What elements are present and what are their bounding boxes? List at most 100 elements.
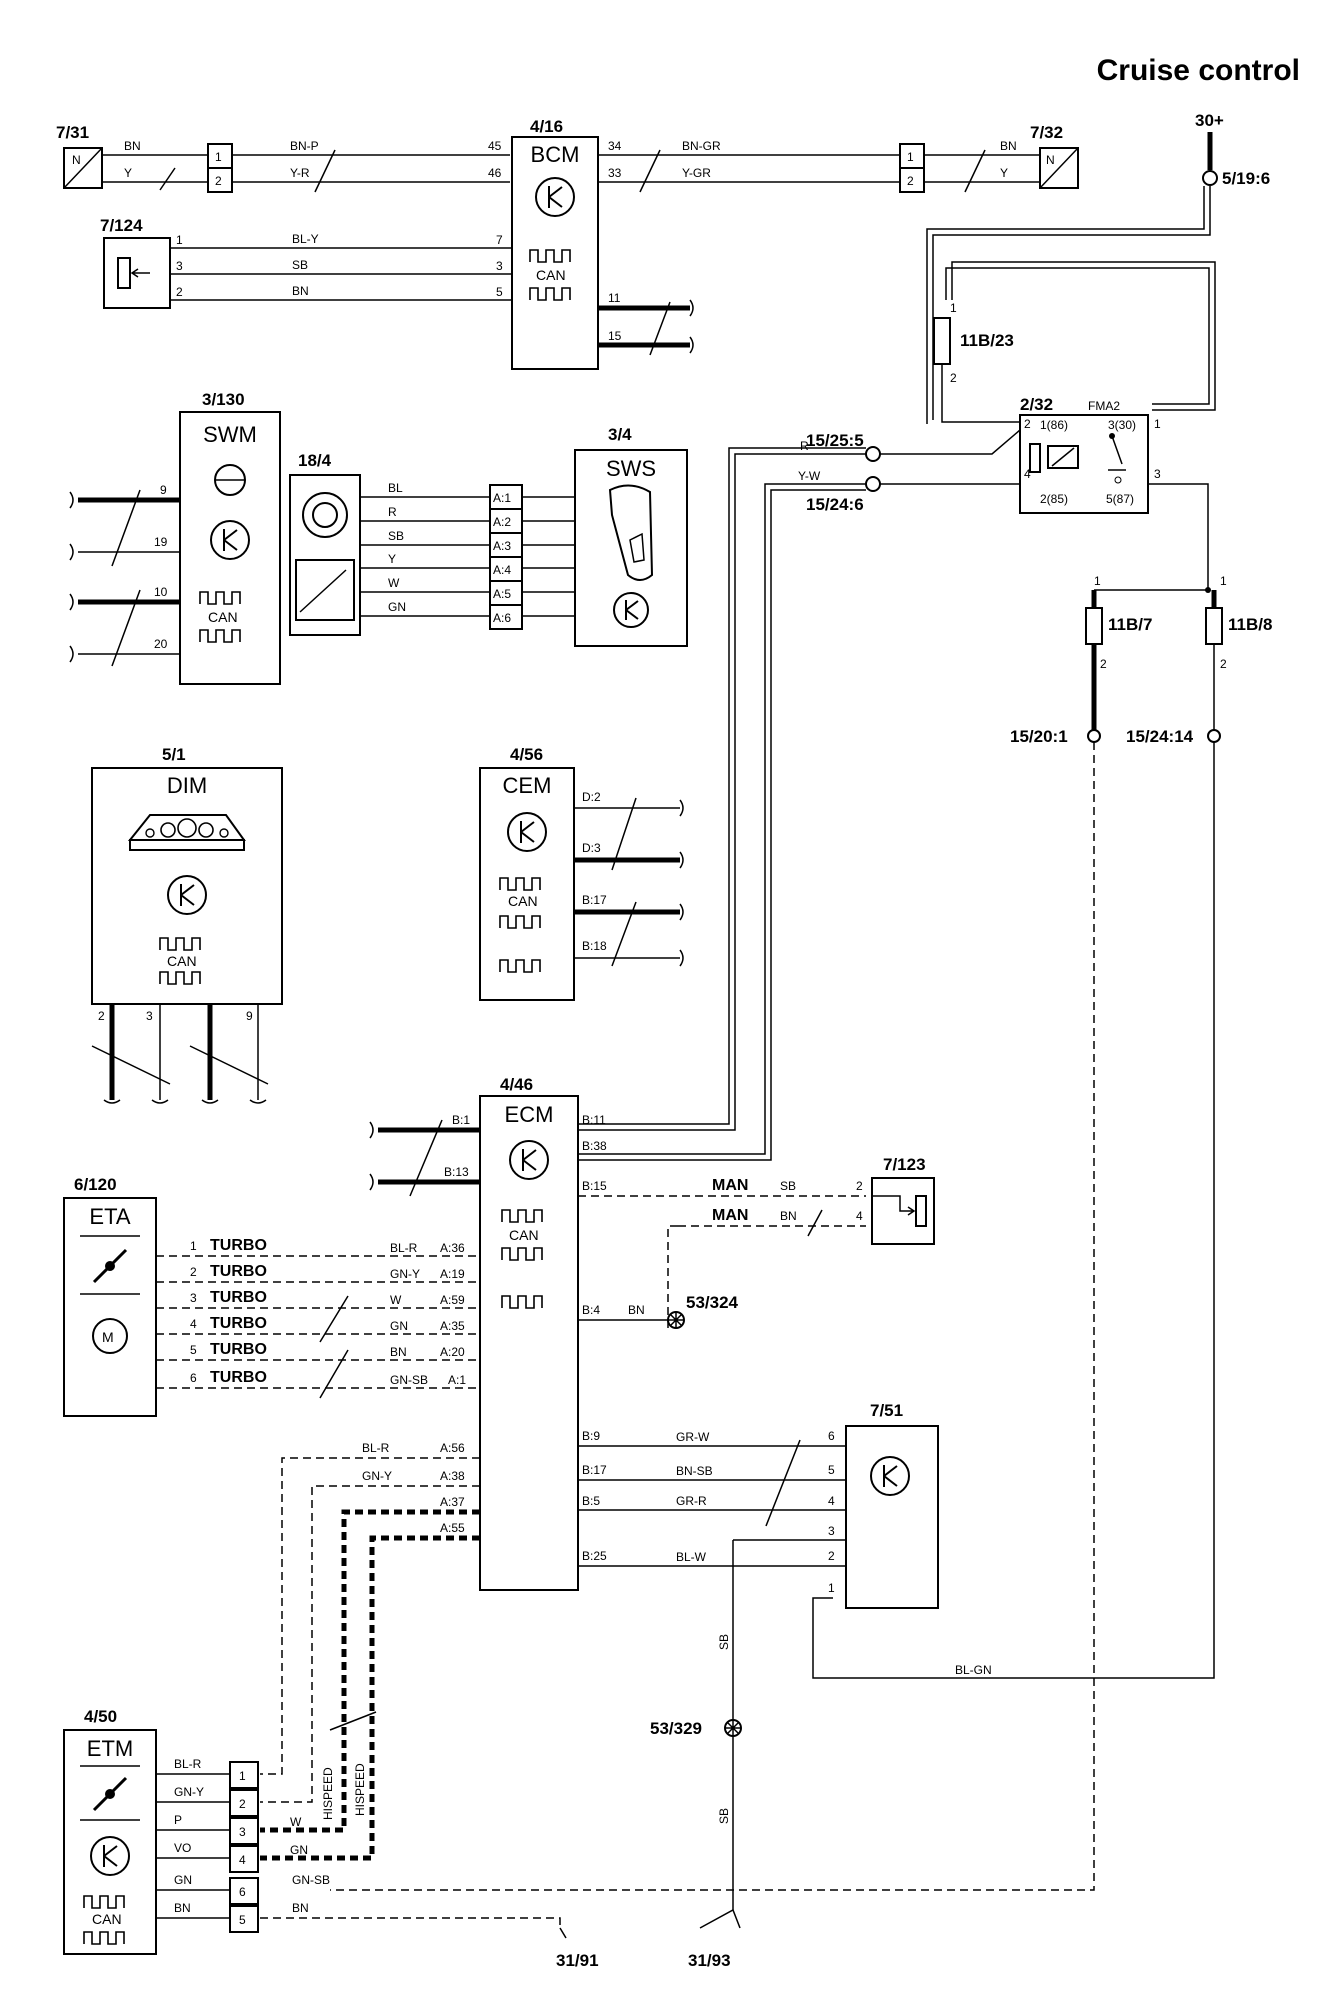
svg-text:2: 2 (1024, 417, 1031, 431)
svg-text:3: 3 (496, 259, 503, 273)
ref-5-19-6: 5/19:6 (1222, 169, 1270, 188)
instrument-cluster-icon (127, 814, 246, 851)
svg-text:B:15: B:15 (582, 1179, 607, 1193)
svg-text:4: 4 (239, 1853, 246, 1867)
fuse-11b-23 (933, 317, 951, 365)
eta-module (63, 1197, 157, 1417)
connector-sws (489, 484, 523, 630)
svg-text:GN: GN (174, 1873, 192, 1887)
svg-text:20: 20 (154, 637, 168, 651)
svg-text:GN-SB: GN-SB (390, 1373, 428, 1387)
svg-text:6: 6 (190, 1371, 197, 1385)
svg-text:HISPEED: HISPEED (353, 1763, 367, 1816)
bcm-label: BCM (531, 142, 580, 167)
connector-etm (229, 1761, 259, 1933)
throttle-icon (92, 1776, 128, 1812)
svg-text:BN: BN (292, 1901, 309, 1915)
svg-text:4: 4 (856, 1209, 863, 1223)
svg-text:A:37: A:37 (440, 1495, 465, 1509)
svg-text:19: 19 (154, 535, 168, 549)
svg-text:1: 1 (950, 301, 957, 315)
svg-text:A:19: A:19 (440, 1267, 465, 1281)
svg-text:5: 5 (190, 1343, 197, 1357)
eta-wires (156, 1255, 480, 1389)
svg-text:W: W (390, 1293, 402, 1307)
svg-text:B:13: B:13 (444, 1165, 469, 1179)
ref-31-91: 31/91 (556, 1951, 599, 1970)
svg-text:B:18: B:18 (582, 939, 607, 953)
svg-text:A:55: A:55 (440, 1521, 465, 1535)
svg-text:2: 2 (828, 1549, 835, 1563)
svg-text:CAN: CAN (508, 893, 538, 909)
page-title: Cruise control (1097, 54, 1300, 87)
ref-15-20-1: 15/20:1 (1010, 727, 1068, 746)
svg-text:BN-GR: BN-GR (682, 139, 721, 153)
ref-5-1: 5/1 (162, 745, 186, 764)
svg-text:TURBO: TURBO (210, 1315, 267, 1332)
ref-31-93: 31/93 (688, 1951, 731, 1970)
svg-text:9: 9 (246, 1009, 253, 1023)
svg-text:5: 5 (239, 1913, 246, 1927)
sws-label: SWS (606, 456, 656, 481)
svg-text:GN-Y: GN-Y (362, 1469, 392, 1483)
ref-3-4: 3/4 (608, 425, 632, 444)
svg-text:BN-SB: BN-SB (676, 1464, 713, 1478)
cem-label: CEM (503, 773, 552, 798)
ground-point-53-324 (667, 1311, 685, 1329)
svg-text:SB: SB (717, 1808, 731, 1824)
ref-2-32: 2/32 (1020, 395, 1053, 414)
svg-text:A:1: A:1 (493, 491, 511, 505)
svg-text:P: P (174, 1813, 182, 1827)
svg-text:M: M (102, 1329, 114, 1345)
ref-6-120: 6/120 (74, 1175, 117, 1194)
svg-text:B:38: B:38 (582, 1139, 607, 1153)
transistor-icon (507, 812, 547, 852)
fuse-11b-8 (1205, 607, 1223, 645)
svg-text:BN: BN (780, 1209, 797, 1223)
svg-text:TURBO: TURBO (210, 1369, 267, 1386)
svg-text:B:17: B:17 (582, 893, 607, 907)
svg-text:BL-R: BL-R (362, 1441, 390, 1455)
svg-text:1: 1 (239, 1769, 246, 1783)
svg-text:2: 2 (176, 285, 183, 299)
svg-text:3: 3 (828, 1524, 835, 1538)
svg-text:46: 46 (488, 166, 502, 180)
svg-text:A:59: A:59 (440, 1293, 465, 1307)
svg-text:A:6: A:6 (493, 611, 511, 625)
svg-text:BN: BN (124, 139, 141, 153)
ref-15-25-5: 15/25:5 (806, 431, 864, 450)
svg-text:GN-SB: GN-SB (292, 1873, 330, 1887)
svg-text:Y: Y (1000, 166, 1008, 180)
can-icon: CAN (83, 1895, 125, 1945)
svg-text:BN: BN (174, 1901, 191, 1915)
svg-text:R: R (388, 505, 397, 519)
svg-text:2: 2 (907, 174, 914, 188)
ref-3-130: 3/130 (202, 390, 245, 409)
svg-text:D:3: D:3 (582, 841, 601, 855)
svg-text:GN: GN (390, 1319, 408, 1333)
ref-53-329: 53/329 (650, 1719, 702, 1738)
svg-text:A:35: A:35 (440, 1319, 465, 1333)
svg-text:B:1: B:1 (452, 1113, 470, 1127)
svg-text:5(87): 5(87) (1106, 492, 1134, 506)
ground-point-53-329 (724, 1719, 742, 1737)
svg-text:MAN: MAN (712, 1177, 748, 1194)
svg-text:BL-R: BL-R (174, 1757, 202, 1771)
sensor-7-32: N (1039, 147, 1079, 189)
svg-text:Y-GR: Y-GR (682, 166, 711, 180)
ecm-label: ECM (505, 1102, 554, 1127)
svg-text:34: 34 (608, 139, 622, 153)
svg-text:3: 3 (176, 259, 183, 273)
svg-text:N: N (72, 153, 81, 167)
svg-text:1: 1 (215, 150, 222, 164)
svg-text:1: 1 (1220, 574, 1227, 588)
ref-30-plus: 30+ (1195, 111, 1224, 130)
fuse-11b-7 (1085, 607, 1103, 645)
svg-text:3: 3 (146, 1009, 153, 1023)
transistor-icon (613, 592, 649, 628)
svg-text:BN: BN (628, 1303, 645, 1317)
bcm-module (511, 136, 599, 370)
ref-15-24-6: 15/24:6 (806, 495, 864, 514)
svg-text:B:9: B:9 (582, 1429, 600, 1443)
svg-text:A:20: A:20 (440, 1345, 465, 1359)
